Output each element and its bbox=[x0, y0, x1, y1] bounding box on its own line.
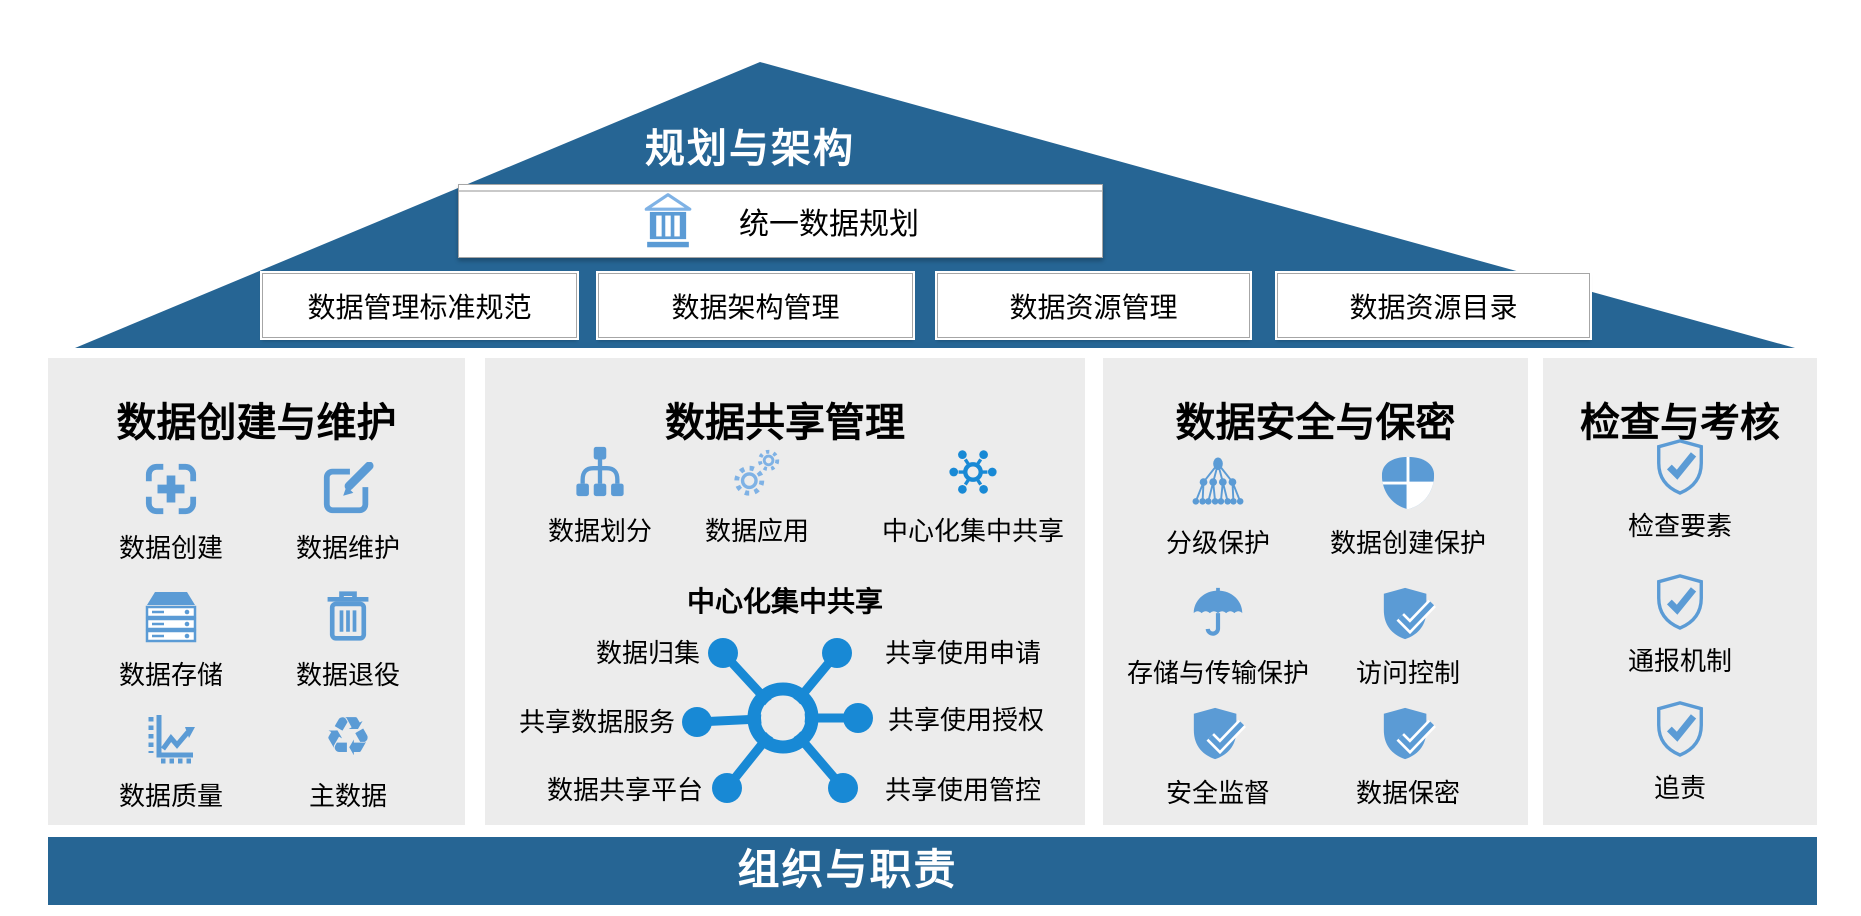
pillar-title: 检查与考核 bbox=[1580, 401, 1780, 445]
shield-quarters-icon bbox=[1379, 455, 1437, 513]
diagram-item: 数据保密 bbox=[1303, 705, 1513, 810]
item-label: 分级保护 bbox=[1165, 528, 1270, 558]
roof-box-catalog: 数据资源目录 bbox=[1277, 273, 1590, 338]
edit-icon bbox=[321, 460, 375, 518]
shield-check-outline-icon bbox=[1651, 438, 1709, 496]
diagram-item: 数据退役 bbox=[258, 587, 438, 692]
diagram-item: 分级保护 bbox=[1113, 455, 1323, 560]
hub-label-left: 共享数据服务 bbox=[518, 707, 675, 737]
shield-check-icon bbox=[1378, 705, 1438, 763]
diagram-item: 检查要素 bbox=[1560, 438, 1800, 543]
item-label: 数据退役 bbox=[295, 660, 400, 690]
hub-label-left: 数据归集 bbox=[595, 638, 700, 668]
item-label: 访问控制 bbox=[1355, 658, 1460, 688]
line-chart-icon bbox=[143, 708, 199, 766]
plus-frame-icon bbox=[144, 460, 198, 518]
diagram-item: 访问控制 bbox=[1303, 585, 1513, 690]
roof-box-architecture: 数据架构管理 bbox=[598, 273, 913, 338]
item-label: 数据创建保护 bbox=[1329, 528, 1486, 558]
item-label: 数据存储 bbox=[118, 660, 223, 690]
diagram-item: 数据划分 bbox=[520, 443, 680, 548]
recycle-icon: ♻ bbox=[323, 705, 373, 768]
diagram-item: 追责 bbox=[1560, 700, 1800, 805]
unified-planning-box: 统一数据规划 bbox=[458, 184, 1103, 258]
roof-box-resources: 数据资源管理 bbox=[937, 273, 1250, 338]
item-label: 数据质量 bbox=[118, 781, 223, 811]
pillar-data-creation-maintenance: 数据创建与维护 数据创建 数据维护 数据存储 数据退役 数据质量 ♻ 主数据 bbox=[48, 358, 465, 825]
diagram-item: ♻ 主数据 bbox=[258, 708, 438, 813]
item-label: 数据划分 bbox=[547, 516, 652, 546]
item-label: 追责 bbox=[1653, 773, 1706, 803]
umbrella-icon bbox=[1190, 585, 1246, 643]
diagram-item: 通报机制 bbox=[1560, 573, 1800, 678]
item-label: 主数据 bbox=[308, 781, 387, 811]
diagram-item: 数据应用 bbox=[677, 443, 837, 548]
shield-check-outline-icon bbox=[1651, 573, 1709, 631]
hub-title: 中心化集中共享 bbox=[686, 586, 883, 617]
roof-title: 规划与架构 bbox=[645, 127, 855, 171]
item-label: 数据维护 bbox=[295, 533, 400, 563]
item-label: 数据保密 bbox=[1355, 778, 1460, 808]
item-label: 安全监督 bbox=[1165, 778, 1270, 808]
pillar-title: 数据创建与维护 bbox=[116, 401, 397, 445]
hub-label-right: 共享使用管控 bbox=[885, 775, 1042, 805]
footer-bar: 组织与职责 bbox=[48, 837, 1817, 905]
trash-icon bbox=[322, 587, 374, 645]
pillar-title: 数据共享管理 bbox=[665, 401, 905, 445]
network-hub-icon bbox=[943, 443, 1003, 501]
shield-check-icon bbox=[1378, 585, 1438, 643]
item-label: 数据应用 bbox=[704, 516, 809, 546]
pillar-title: 数据安全与保密 bbox=[1175, 401, 1456, 445]
roof-box-standards: 数据管理标准规范 bbox=[262, 273, 577, 338]
diagram-item: 数据质量 bbox=[81, 708, 261, 813]
hub-label-right: 共享使用申请 bbox=[885, 638, 1042, 668]
bank-icon bbox=[642, 192, 694, 250]
pillar-data-security: 数据安全与保密 分级保护 数据创建保护 存储与传输保护 访问控制 安全监督 数据… bbox=[1103, 358, 1528, 825]
shield-check-icon bbox=[1188, 705, 1248, 763]
shield-check-outline-icon bbox=[1651, 700, 1709, 758]
hierarchy-icon bbox=[570, 443, 630, 501]
unified-planning-label: 统一数据规划 bbox=[739, 208, 919, 241]
diagram-item: 数据维护 bbox=[258, 460, 438, 565]
gears-icon bbox=[728, 443, 786, 501]
item-label: 存储与传输保护 bbox=[1126, 658, 1309, 688]
divider bbox=[459, 190, 1102, 192]
pillar-inspection-assessment: 检查与考核 检查要素 通报机制 追责 bbox=[1543, 358, 1817, 825]
fanout-tree-icon bbox=[1188, 455, 1248, 513]
diagram-item: 数据创建 bbox=[81, 460, 261, 565]
hub-network-graphic bbox=[682, 638, 873, 803]
hub-label-left: 数据共享平台 bbox=[546, 775, 703, 805]
diagram-item: 中心化集中共享 bbox=[863, 443, 1083, 548]
pillar-data-sharing: 数据共享管理 数据划分 数据应用 中心化集中共享 中心化集中共享 bbox=[485, 358, 1085, 825]
diagram-item: 数据创建保护 bbox=[1303, 455, 1513, 560]
item-label: 中心化集中共享 bbox=[881, 516, 1064, 546]
server-icon bbox=[143, 587, 199, 645]
diagram-item: 安全监督 bbox=[1113, 705, 1323, 810]
diagram-item: 存储与传输保护 bbox=[1113, 585, 1323, 690]
hub-label-right: 共享使用授权 bbox=[888, 705, 1045, 735]
item-label: 数据创建 bbox=[118, 533, 223, 563]
item-label: 检查要素 bbox=[1627, 511, 1732, 541]
diagram-item: 数据存储 bbox=[81, 587, 261, 692]
item-label: 通报机制 bbox=[1627, 646, 1732, 676]
